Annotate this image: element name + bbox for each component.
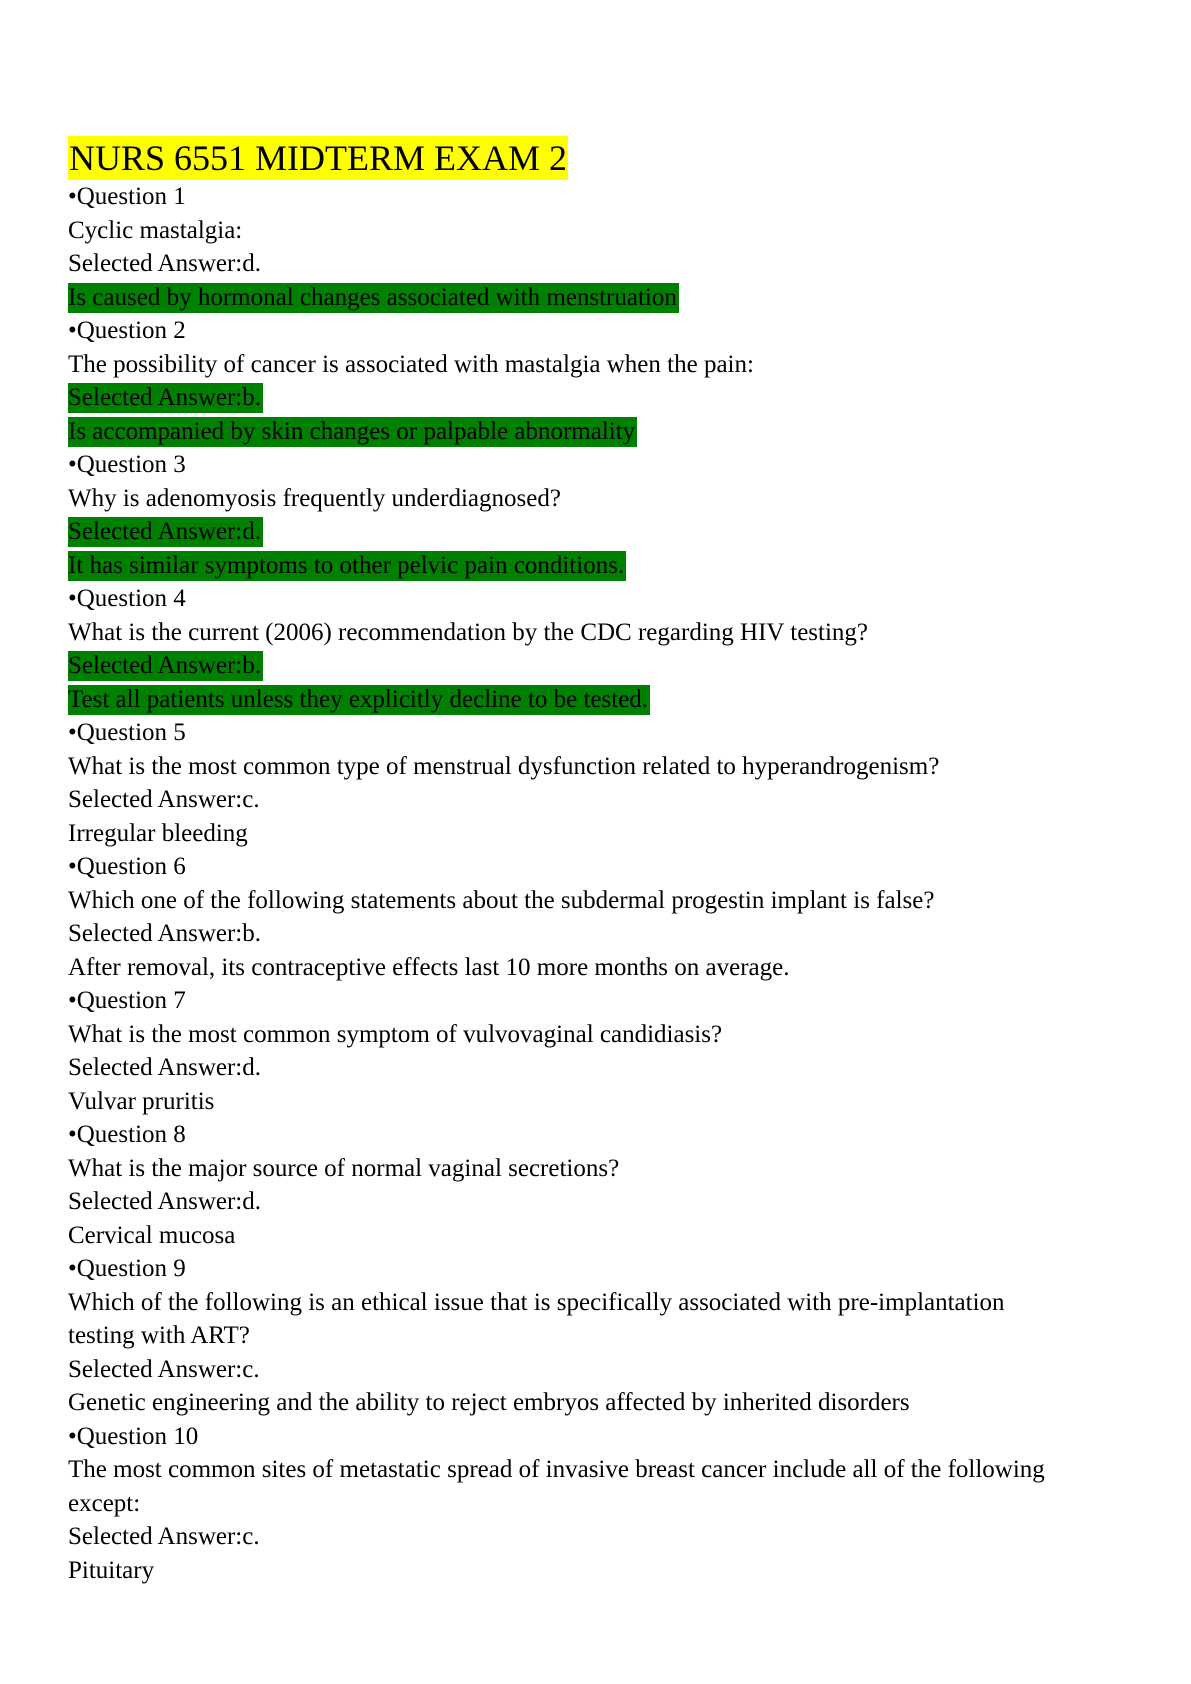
answer-text: Cervical mucosa xyxy=(68,1221,236,1249)
document-page: NURS 6551 MIDTERM EXAM 2 •Question 1 Cyc… xyxy=(68,136,1128,1587)
selected-answer-label-highlighted: Selected Answer:d. xyxy=(68,517,264,547)
answer-text: Genetic engineering and the ability to r… xyxy=(68,1389,910,1416)
question-prompt: What is the most common type of menstrua… xyxy=(68,752,940,780)
question-block: •Question 2 The possibility of cancer is… xyxy=(68,314,1128,448)
question-block: •Question 5 What is the most common type… xyxy=(68,716,1128,850)
answer-text-highlighted: Is accompanied by skin changes or palpab… xyxy=(68,416,638,447)
question-number: •Question 1 xyxy=(68,183,186,210)
question-number: •Question 7 xyxy=(68,987,186,1014)
question-number: •Question 9 xyxy=(68,1255,186,1282)
question-number: •Question 2 xyxy=(68,317,186,344)
question-prompt: The possibility of cancer is associated … xyxy=(68,350,754,378)
selected-answer-label-highlighted: Selected Answer:b. xyxy=(68,383,264,413)
question-prompt: Why is adenomyosis frequently underdiagn… xyxy=(68,484,561,512)
question-block: •Question 7 What is the most common symp… xyxy=(68,984,1128,1118)
question-block: •Question 9 Which of the following is an… xyxy=(68,1252,1128,1420)
selected-answer-label: Selected Answer:c. xyxy=(68,1355,260,1383)
question-block: •Question 1 Cyclic mastalgia: Selected A… xyxy=(68,180,1128,314)
question-block: •Question 6 Which one of the following s… xyxy=(68,850,1128,984)
question-number: •Question 4 xyxy=(68,585,186,612)
answer-text: After removal, its contraceptive effects… xyxy=(68,953,790,981)
selected-answer-label: Selected Answer:c. xyxy=(68,786,260,813)
question-number: •Question 6 xyxy=(68,853,186,880)
answer-text-highlighted: Is caused by hormonal changes associated… xyxy=(68,282,679,313)
question-block: •Question 8 What is the major source of … xyxy=(68,1118,1128,1252)
selected-answer-label: Selected Answer:c. xyxy=(68,1523,260,1550)
question-prompt: Which of the following is an ethical iss… xyxy=(68,1288,1011,1350)
answer-text-highlighted: It has similar symptoms to other pelvic … xyxy=(68,550,627,581)
question-number: •Question 10 xyxy=(68,1422,199,1450)
question-prompt: Cyclic mastalgia: xyxy=(68,216,243,244)
question-number: •Question 3 xyxy=(68,451,186,478)
question-number: •Question 8 xyxy=(68,1121,186,1148)
answer-text-highlighted: Test all patients unless they explicitly… xyxy=(68,684,651,715)
question-prompt: What is the current (2006) recommendatio… xyxy=(68,618,869,646)
selected-answer-label-highlighted: Selected Answer:b. xyxy=(68,651,264,681)
document-title: NURS 6551 MIDTERM EXAM 2 xyxy=(68,136,569,180)
selected-answer-label: Selected Answer:b. xyxy=(68,920,262,947)
answer-text: Pituitary xyxy=(68,1556,155,1584)
selected-answer-label: Selected Answer:d. xyxy=(68,1054,262,1081)
question-block: •Question 4 What is the current (2006) r… xyxy=(68,582,1128,716)
question-block: •Question 3 Why is adenomyosis frequentl… xyxy=(68,448,1128,582)
selected-answer-label: Selected Answer:d. xyxy=(68,1188,262,1215)
question-prompt: The most common sites of metastatic spre… xyxy=(68,1456,1052,1517)
question-number: •Question 5 xyxy=(68,719,186,746)
answer-text: Vulvar pruritis xyxy=(68,1087,215,1115)
question-prompt: Which one of the following statements ab… xyxy=(68,886,935,914)
answer-text: Irregular bleeding xyxy=(68,819,248,847)
question-prompt: What is the most common symptom of vulvo… xyxy=(68,1020,723,1048)
question-prompt: What is the major source of normal vagin… xyxy=(68,1154,620,1182)
selected-answer-label: Selected Answer:d. xyxy=(68,250,262,277)
question-block: •Question 10 The most common sites of me… xyxy=(68,1420,1128,1588)
